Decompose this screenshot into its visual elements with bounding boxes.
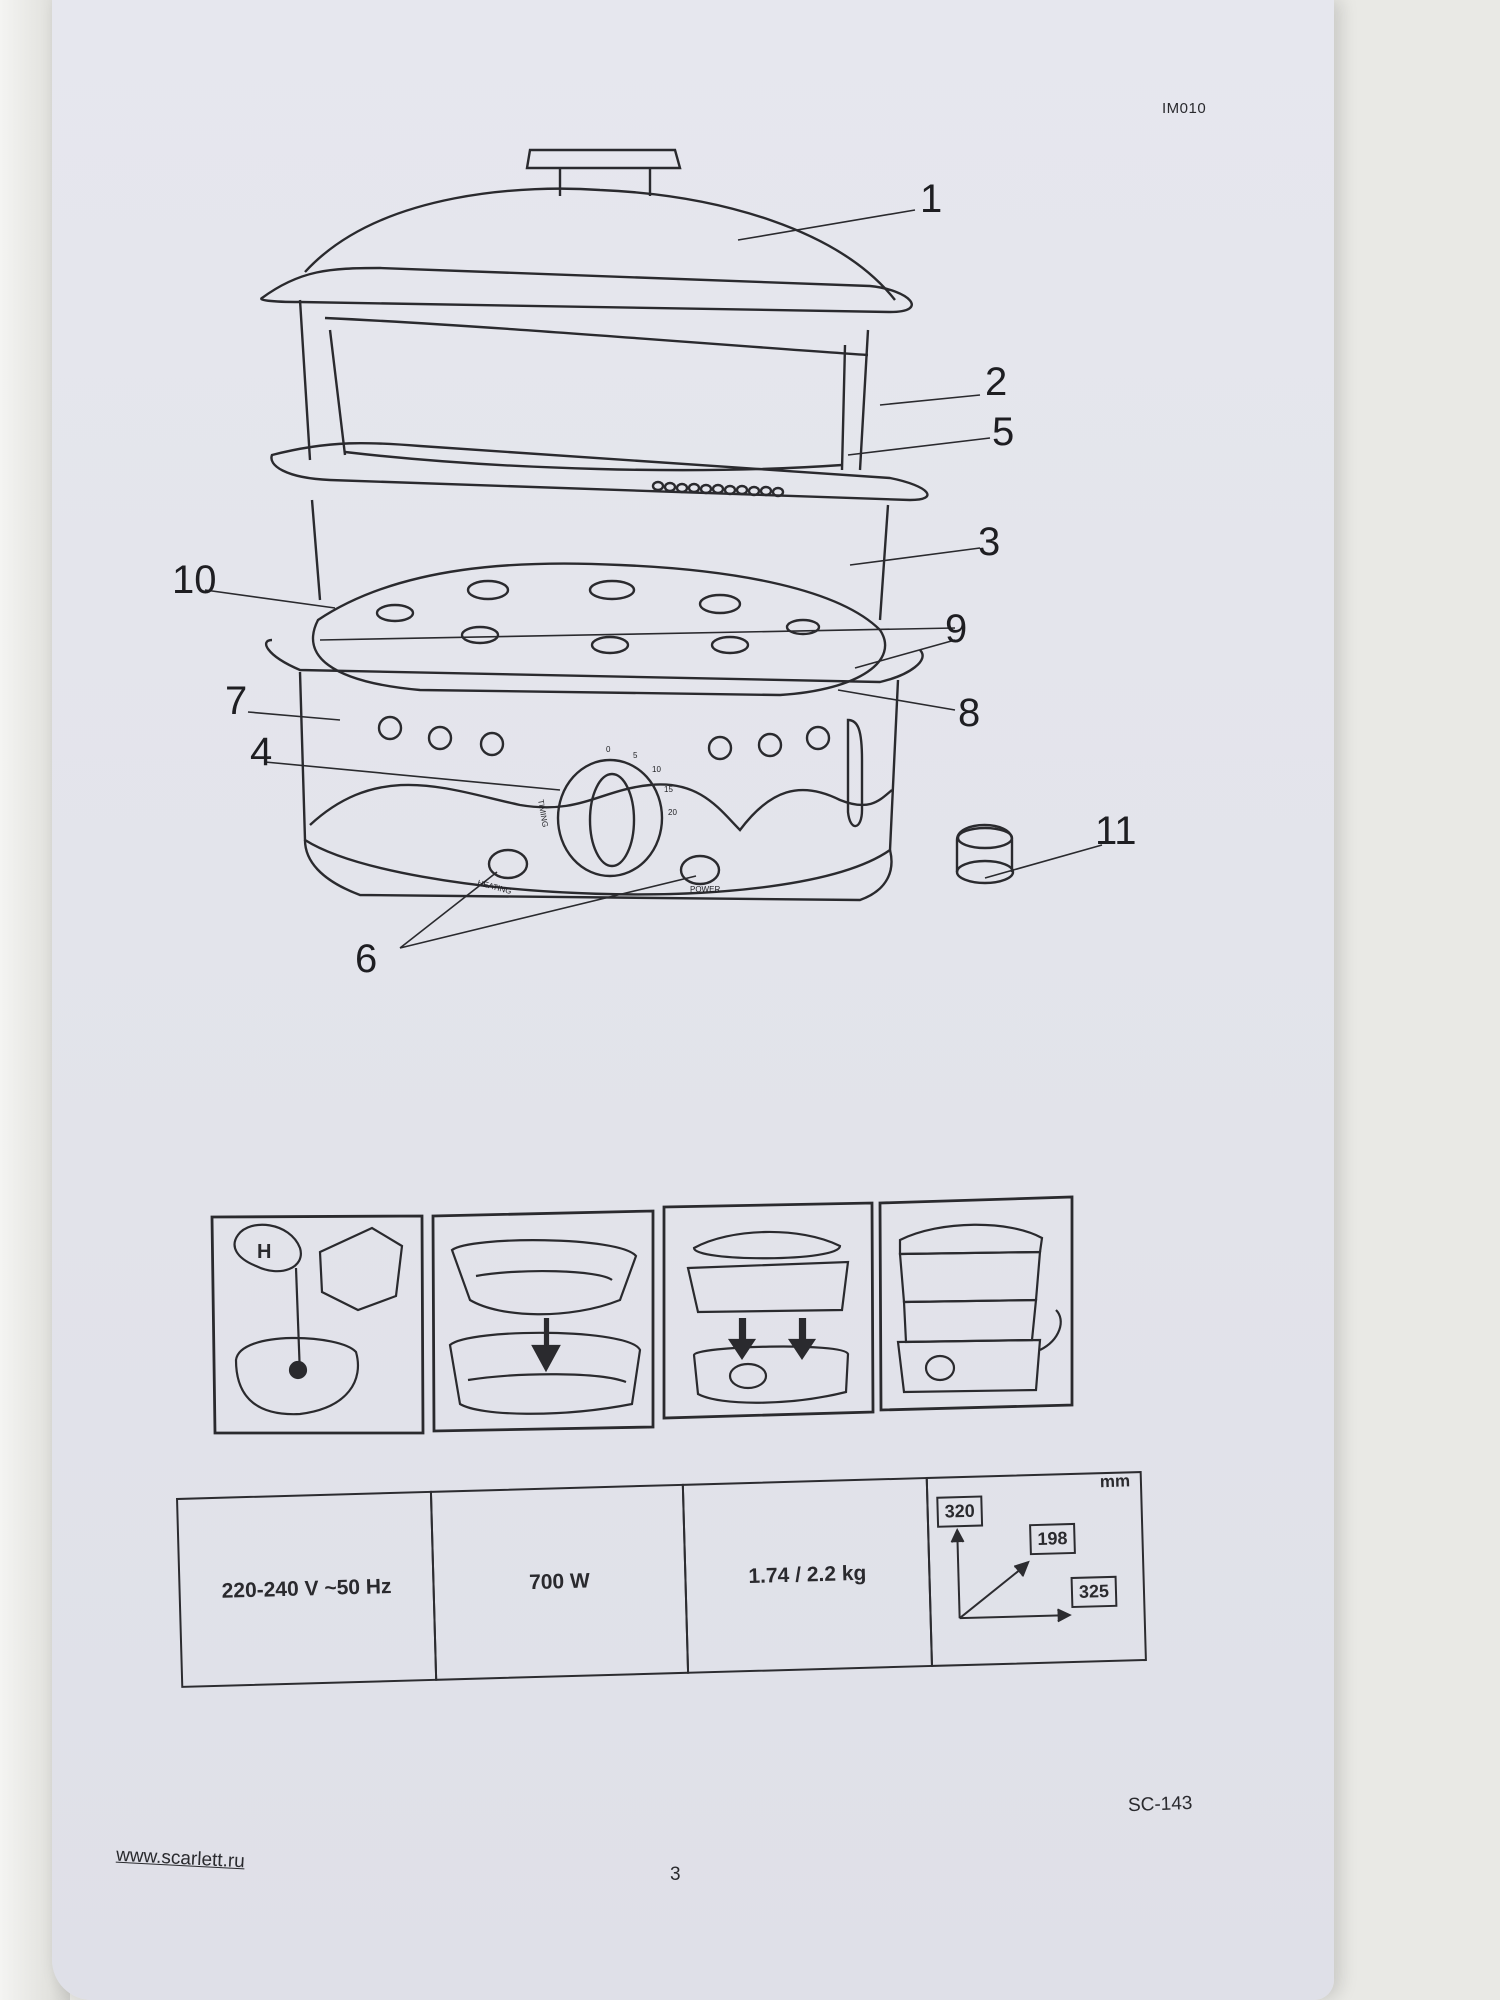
spec-dimensions: mm 320 198 325 [925,1471,1147,1667]
timer-mark-5: 5 [633,751,638,760]
timer-mark-20: 20 [668,808,677,817]
timer-mark-10: 10 [652,765,661,774]
callout-9: 9 [945,607,967,651]
step-h-mark: H [257,1241,271,1263]
stack-bowl-icon [431,1209,655,1433]
callout-10: 10 [172,558,217,602]
callout-leaders [204,209,1103,949]
dimension-arrows-icon [950,1527,1072,1623]
callout-11: 11 [1095,809,1137,853]
callout-1: 1 [920,177,942,221]
stack-baskets-icon [662,1201,875,1420]
timer-mark-15: 15 [664,785,673,794]
water-fill-icon: H [210,1214,425,1435]
page-number: 3 [670,1864,681,1885]
callout-5: 5 [992,410,1014,454]
spec-table: 220-240 V ~50 Hz 700 W 1.74 / 2.2 kg mm … [176,1471,1147,1688]
spec-weight: 1.74 / 2.2 kg [681,1477,934,1674]
spec-power: 700 W [429,1483,690,1681]
timer-mark-0: 0 [606,745,611,754]
manual-page [52,0,1334,2000]
steam-holes-upper [651,480,785,498]
callout-4: 4 [250,730,272,774]
callout-8: 8 [958,691,980,735]
drip-tray-drawing [311,562,887,697]
callout-7: 7 [225,679,247,723]
spec-voltage: 220-240 V ~50 Hz [176,1490,438,1688]
footer-model: SC-143 [1127,1792,1193,1817]
callout-3: 3 [978,520,1000,564]
power-label: POWER [690,885,720,894]
lower-bowl-drawing [310,499,890,621]
base-drawing [264,638,1015,902]
upper-bowl-drawing [270,299,929,502]
model-code: IM010 [1162,100,1207,117]
assembled-steamer-icon [878,1195,1074,1412]
callout-6: 6 [355,937,377,981]
lid-drawing [260,148,913,357]
callout-2: 2 [985,360,1007,404]
